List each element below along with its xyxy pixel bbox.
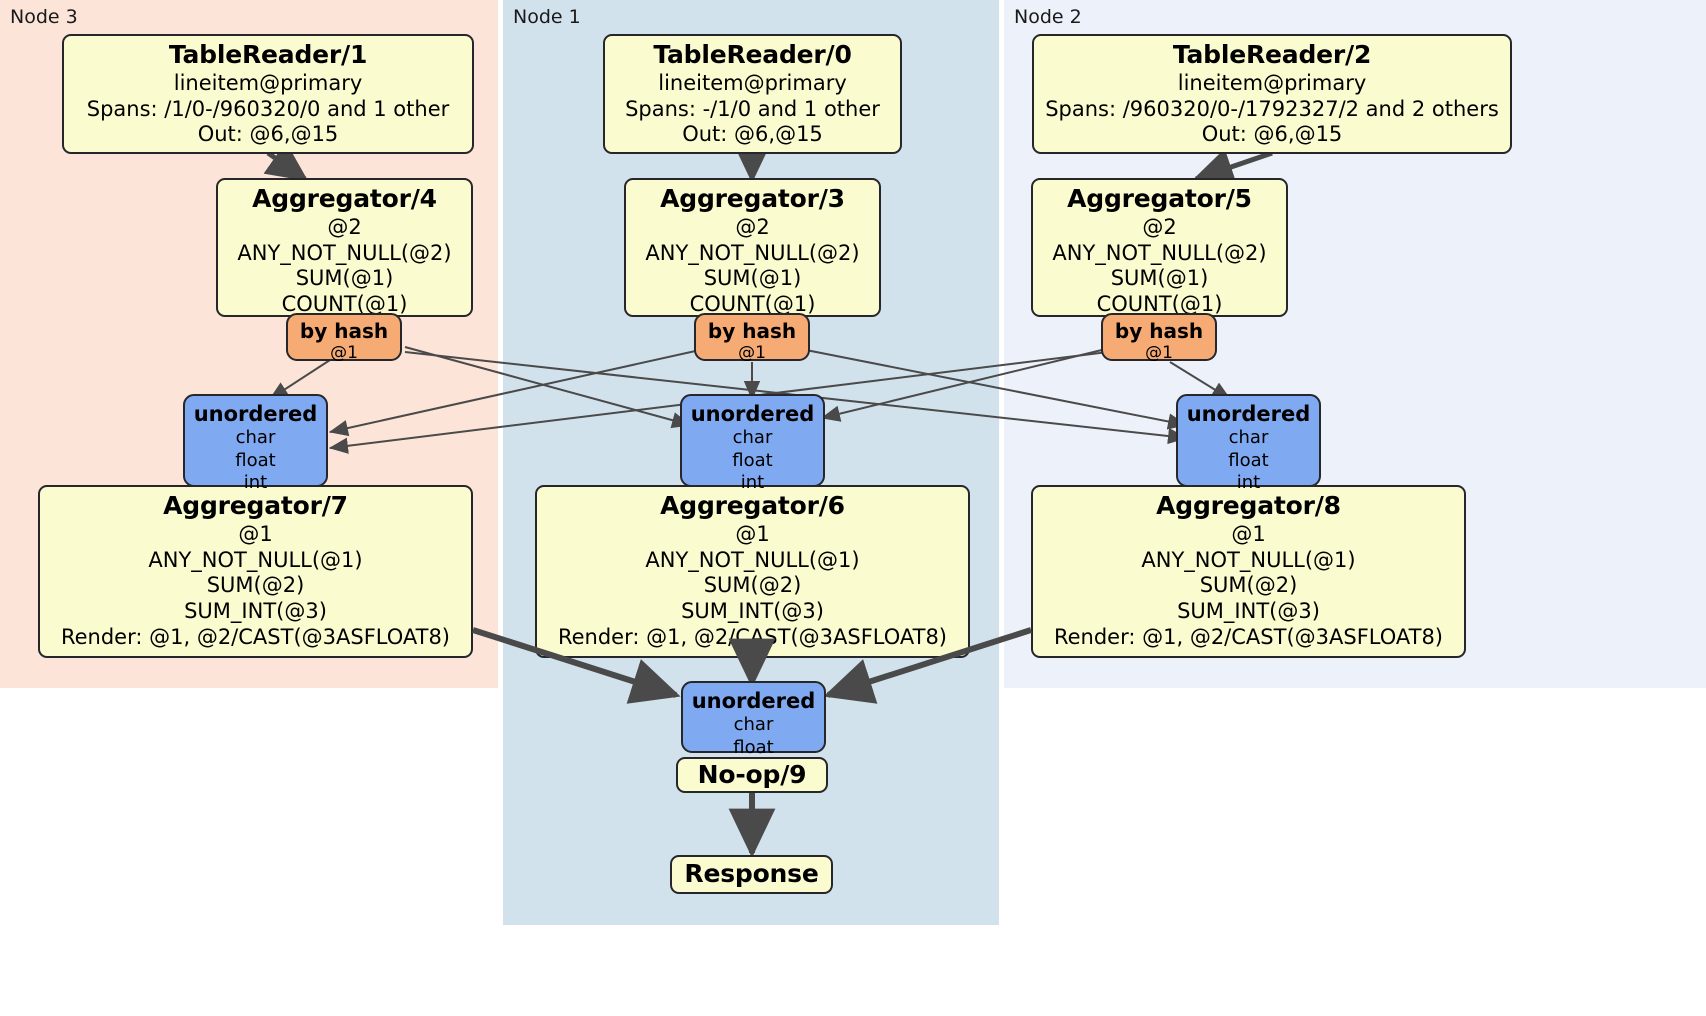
processor-aggregator-5[interactable]: Aggregator/5 @2 ANY_NOT_NULL(@2) SUM(@1)…: [1031, 178, 1288, 317]
inbox-line: int: [243, 472, 268, 494]
processor-line: SUM(@1): [295, 266, 394, 291]
processor-line: lineitem@primary: [173, 70, 363, 95]
inbox-line: char: [235, 427, 276, 449]
processor-title: Aggregator/4: [252, 184, 437, 213]
processor-line: Spans: /960320/0-/1792327/2 and 2 others: [1045, 96, 1499, 121]
node-panel-label-node1: Node 1: [513, 6, 581, 28]
processor-title: Aggregator/5: [1067, 184, 1252, 213]
router-title: by hash: [1114, 319, 1204, 343]
processor-title: Response: [684, 859, 819, 889]
inbox-unordered-left[interactable]: unordered char float int: [183, 394, 328, 493]
processor-line: Spans: -/1/0 and 1 other: [625, 96, 880, 121]
processor-table-reader-0[interactable]: TableReader/0 lineitem@primary Spans: -/…: [603, 34, 902, 154]
processor-line: ANY_NOT_NULL(@2): [237, 240, 452, 265]
inbox-line: char: [1228, 427, 1269, 449]
processor-line: lineitem@primary: [658, 70, 847, 95]
router-line: @1: [330, 343, 358, 363]
processor-title: No-op/9: [697, 759, 807, 789]
processor-line: SUM(@1): [1110, 266, 1209, 291]
processor-line: ANY_NOT_NULL(@2): [645, 240, 860, 265]
router-by-hash-right[interactable]: by hash @1: [1101, 313, 1217, 363]
processor-line: ANY_NOT_NULL(@1): [645, 547, 860, 572]
router-line: @1: [1145, 343, 1173, 363]
inbox-unordered-right[interactable]: unordered char float int: [1176, 394, 1321, 493]
inbox-line: int: [1236, 472, 1261, 494]
node-panel-label-node3: Node 3: [10, 6, 78, 28]
inbox-line: float: [733, 736, 774, 758]
processor-table-reader-1[interactable]: TableReader/1 lineitem@primary Spans: /1…: [62, 34, 474, 154]
processor-line: @2: [735, 214, 770, 239]
processor-aggregator-4[interactable]: Aggregator/4 @2 ANY_NOT_NULL(@2) SUM(@1)…: [216, 178, 473, 317]
processor-line: Out: @6,@15: [197, 122, 339, 147]
processor-line: Render: @1, @2/CAST(@3ASFLOAT8): [1053, 625, 1444, 650]
processor-line: Render: @1, @2/CAST(@3ASFLOAT8): [60, 625, 451, 650]
router-title: by hash: [707, 319, 797, 343]
processor-line: Out: @6,@15: [1201, 122, 1343, 147]
processor-line: ANY_NOT_NULL(@2): [1052, 240, 1267, 265]
processor-title: TableReader/1: [168, 40, 368, 69]
processor-line: @1: [735, 521, 770, 546]
processor-line: COUNT(@1): [689, 292, 816, 317]
processor-line: Render: @1, @2/CAST(@3ASFLOAT8): [557, 625, 948, 650]
processor-line: SUM(@2): [206, 573, 305, 598]
router-line: @1: [738, 343, 766, 363]
inbox-line: float: [1228, 449, 1269, 471]
processor-line: SUM(@1): [703, 266, 802, 291]
processor-aggregator-3[interactable]: Aggregator/3 @2 ANY_NOT_NULL(@2) SUM(@1)…: [624, 178, 881, 317]
inbox-title: unordered: [193, 402, 318, 426]
inbox-line: float: [235, 449, 276, 471]
inbox-title: unordered: [691, 689, 816, 713]
processor-title: Aggregator/3: [660, 184, 845, 213]
processor-line: COUNT(@1): [1096, 292, 1223, 317]
processor-table-reader-2[interactable]: TableReader/2 lineitem@primary Spans: /9…: [1032, 34, 1512, 154]
processor-title: Aggregator/8: [1156, 491, 1341, 520]
inbox-unordered-center[interactable]: unordered char float int: [680, 394, 825, 493]
inbox-line: int: [740, 472, 765, 494]
processor-noop-9[interactable]: No-op/9: [676, 757, 828, 793]
processor-line: Spans: /1/0-/960320/0 and 1 other: [86, 96, 450, 121]
inbox-line: float: [732, 449, 773, 471]
processor-aggregator-6[interactable]: Aggregator/6 @1 ANY_NOT_NULL(@1) SUM(@2)…: [535, 485, 970, 658]
processor-line: SUM_INT(@3): [1177, 599, 1320, 624]
processor-response[interactable]: Response: [670, 855, 833, 894]
router-title: by hash: [299, 319, 389, 343]
processor-aggregator-7[interactable]: Aggregator/7 @1 ANY_NOT_NULL(@1) SUM(@2)…: [38, 485, 473, 658]
processor-line: SUM(@2): [1199, 573, 1298, 598]
processor-line: @2: [327, 214, 362, 239]
inbox-title: unordered: [1186, 402, 1311, 426]
processor-aggregator-8[interactable]: Aggregator/8 @1 ANY_NOT_NULL(@1) SUM(@2)…: [1031, 485, 1466, 658]
processor-line: SUM_INT(@3): [184, 599, 327, 624]
inbox-line: char: [732, 427, 773, 449]
processor-line: ANY_NOT_NULL(@1): [1141, 547, 1356, 572]
processor-line: SUM_INT(@3): [681, 599, 824, 624]
processor-title: TableReader/2: [1172, 40, 1372, 69]
processor-line: @1: [1231, 521, 1266, 546]
inbox-title: unordered: [690, 402, 815, 426]
processor-title: Aggregator/7: [163, 491, 348, 520]
inbox-unordered-final[interactable]: unordered char float: [681, 681, 826, 758]
processor-line: @2: [1142, 214, 1177, 239]
processor-line: Out: @6,@15: [682, 122, 823, 147]
processor-line: ANY_NOT_NULL(@1): [148, 547, 363, 572]
processor-line: @1: [238, 521, 273, 546]
router-by-hash-center[interactable]: by hash @1: [694, 313, 810, 363]
router-by-hash-left[interactable]: by hash @1: [286, 313, 402, 363]
processor-line: lineitem@primary: [1177, 70, 1367, 95]
processor-line: COUNT(@1): [281, 292, 408, 317]
inbox-line: char: [733, 714, 774, 736]
node-panel-label-node2: Node 2: [1014, 6, 1082, 28]
processor-title: TableReader/0: [653, 40, 852, 69]
processor-title: Aggregator/6: [660, 491, 845, 520]
processor-line: SUM(@2): [703, 573, 802, 598]
